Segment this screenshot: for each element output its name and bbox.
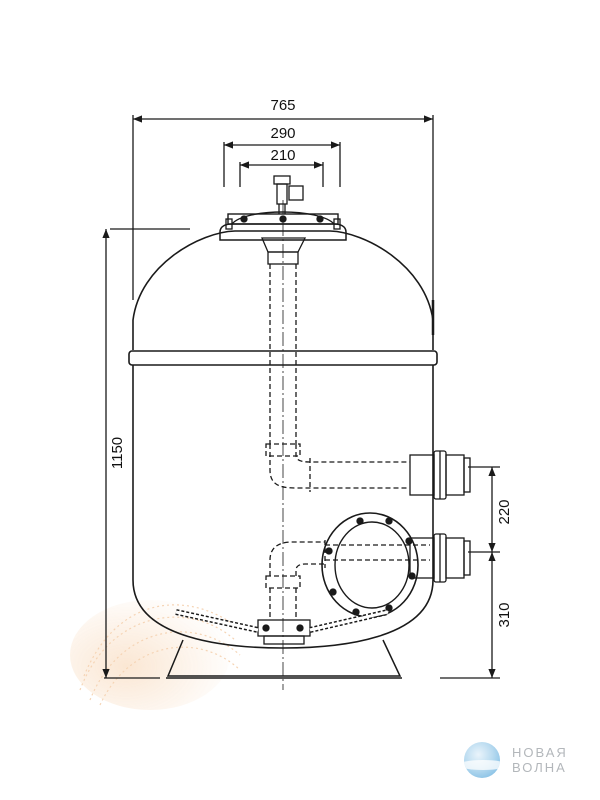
label-lower-port-height: 310 — [496, 602, 513, 627]
brand-name-line1: НОВАЯ — [512, 745, 568, 760]
lower-inlet-port — [409, 533, 471, 583]
wave-logo-icon — [464, 742, 500, 778]
side-manhole — [321, 512, 419, 618]
dimension-overall-width — [132, 115, 434, 300]
dimension-flange-outer — [223, 141, 341, 187]
label-flange-inner: 210 — [270, 147, 295, 164]
bottom-collector-laterals — [175, 609, 389, 645]
label-height: 1150 — [109, 437, 126, 469]
brand-name: НОВАЯ ВОЛНА — [512, 745, 568, 775]
lower-internal-pipe — [265, 540, 430, 620]
dimension-flange-inner — [239, 161, 324, 187]
brand-logo: НОВАЯ ВОЛНА — [464, 740, 584, 780]
label-flange-outer: 290 — [270, 125, 295, 142]
upper-outlet-port — [409, 450, 471, 500]
watermark-swirl — [70, 600, 241, 710]
dimension-height — [102, 228, 190, 679]
dimension-port-spacing — [440, 466, 500, 679]
label-port-spacing: 220 — [496, 499, 513, 524]
label-overall-width: 765 — [270, 97, 295, 114]
brand-name-line2: ВОЛНА — [512, 760, 567, 775]
base-stand — [166, 639, 402, 679]
